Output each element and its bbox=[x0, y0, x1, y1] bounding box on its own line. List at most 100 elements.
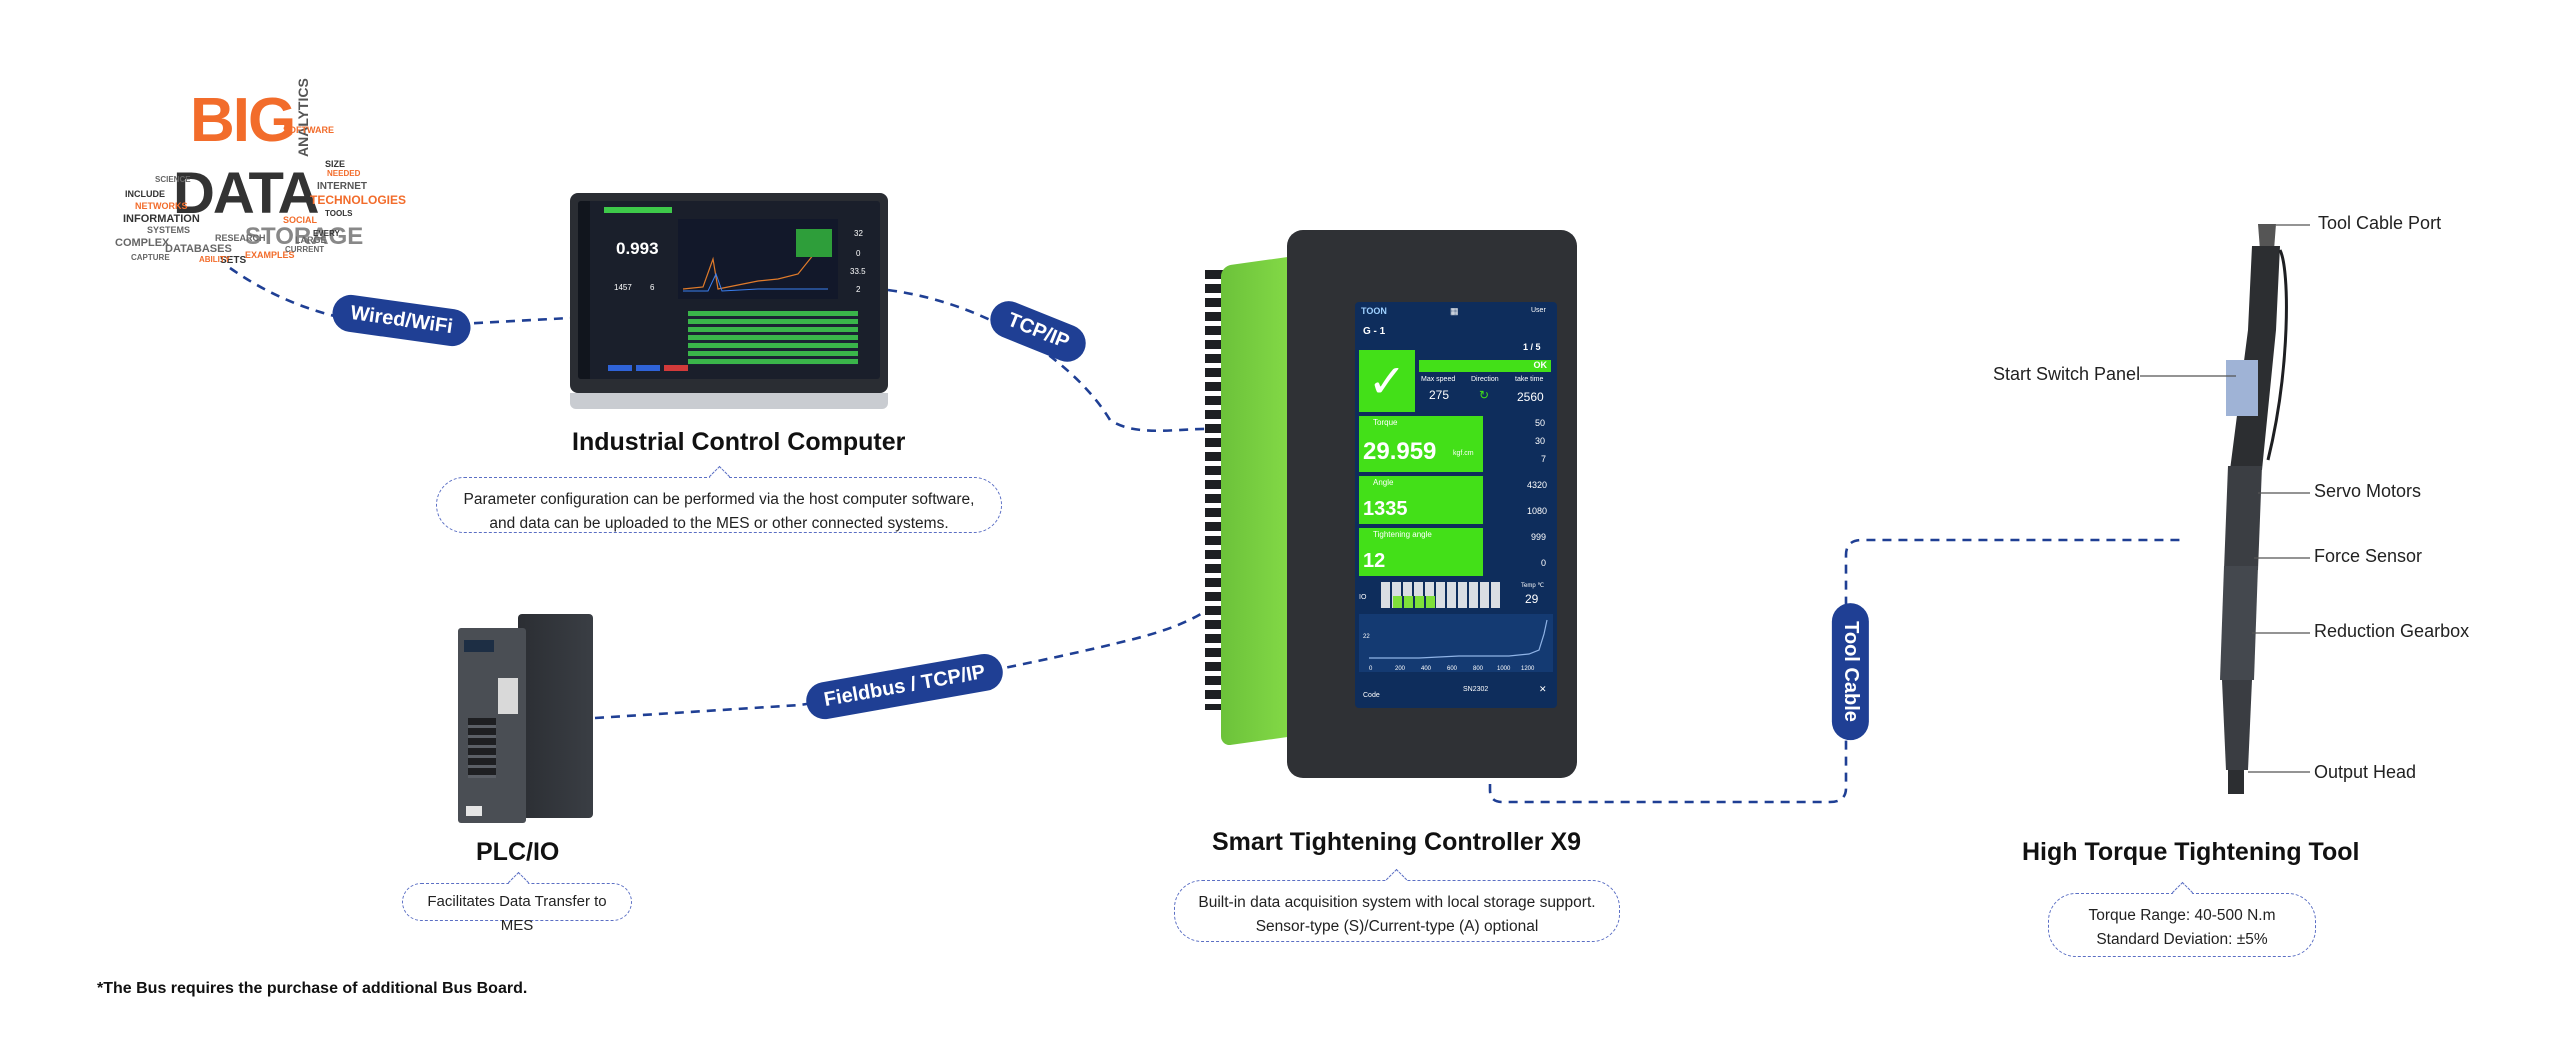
controller-desc-line2: Sensor-type (S)/Current-type (A) optiona… bbox=[1255, 918, 1539, 935]
controller-screen: TOON ▦ User G - 1 1 / 5 ✓ OK Max speed 2… bbox=[1355, 302, 1557, 708]
drive-side bbox=[518, 614, 593, 818]
ctrl-page: 1 / 5 bbox=[1523, 342, 1541, 352]
ctrl-grid-icon[interactable]: ▦ bbox=[1450, 306, 1459, 316]
ctrl-brand: TOON bbox=[1361, 306, 1387, 316]
tool-callouts bbox=[2140, 224, 2310, 773]
plc-desc: Facilitates Data Transfer to MES bbox=[402, 871, 632, 934]
ctrl-ok: OK bbox=[1533, 360, 1548, 370]
ctrl-angle-value: 1335 bbox=[1363, 498, 1408, 520]
screen-sidebar bbox=[578, 201, 590, 379]
bubble-tip bbox=[2171, 881, 2194, 904]
drive-front bbox=[458, 628, 526, 823]
cloud-word: SOCIAL bbox=[283, 215, 318, 225]
cloud-word: LARGE bbox=[295, 235, 327, 245]
cloud-word: INFORMATION bbox=[123, 213, 200, 225]
wired-wifi-label: Wired/WiFi bbox=[330, 292, 473, 349]
ctrl-x-tick: 1000 bbox=[1497, 666, 1511, 672]
servo-motors-label: Servo Motors bbox=[2314, 481, 2422, 501]
computer-desc-line1: Parameter configuration can be performed… bbox=[463, 491, 975, 508]
cloud-word: SIZE bbox=[325, 159, 346, 169]
ctrl-curve bbox=[1359, 614, 1553, 672]
ctrl-direction-label: Direction bbox=[1471, 376, 1499, 383]
ctrl-angle-hi: 4320 bbox=[1527, 480, 1548, 490]
cloud-word: NEEDED bbox=[327, 169, 361, 178]
ctrl-torque-unit: kgf.cm bbox=[1453, 450, 1474, 457]
cloud-word: SYSTEMS bbox=[147, 225, 191, 235]
screen-main-value: 0.993 bbox=[616, 239, 659, 258]
cloud-word: INCLUDE bbox=[125, 189, 165, 199]
plc-desc-text: Facilitates Data Transfer to MES bbox=[427, 893, 607, 934]
ctrl-x-tick: 400 bbox=[1421, 666, 1432, 672]
output-head-label: Output Head bbox=[2314, 762, 2417, 782]
ctrl-take-time-label: take time bbox=[1515, 376, 1544, 383]
ctrl-x-tick: 200 bbox=[1395, 666, 1406, 672]
ctrl-torque-mid: 30 bbox=[1535, 436, 1546, 446]
data-word: DATA bbox=[173, 161, 319, 226]
cloud-word: TECHNOLOGIES bbox=[310, 193, 407, 207]
ctrl-tangle-hi: 999 bbox=[1531, 532, 1547, 542]
screen-value-f: 2 bbox=[856, 285, 861, 294]
cloud-word: ABILITY bbox=[199, 255, 231, 264]
monitor-screen: 0.993 1457 6 32 0 33.5 2 bbox=[578, 201, 880, 379]
cloud-word: TOOLS bbox=[325, 209, 353, 218]
controller-desc-line1: Built-in data acquisition system with lo… bbox=[1198, 894, 1596, 911]
drive-connectors bbox=[498, 678, 518, 714]
cloud-word: SETS bbox=[220, 255, 247, 266]
computer-desc: Parameter configuration can be performed… bbox=[436, 465, 1002, 533]
ctrl-group: G - 1 bbox=[1363, 326, 1386, 337]
cloud-word: CAPTURE bbox=[131, 253, 170, 262]
tool-cable-label: Tool Cable bbox=[1831, 603, 1869, 740]
drive-display bbox=[464, 640, 494, 652]
tightening-tool bbox=[2220, 224, 2288, 794]
ctrl-torque-panel: Torque 29.959 kgf.cm bbox=[1359, 416, 1483, 472]
screen-value-b: 6 bbox=[650, 283, 655, 292]
ctrl-ok-bar: OK bbox=[1419, 360, 1551, 372]
controller-desc: Built-in data acquisition system with lo… bbox=[1174, 868, 1620, 942]
plc-title: PLC/IO bbox=[476, 838, 560, 866]
tool-cable-port-label: Tool Cable Port bbox=[2318, 213, 2442, 233]
ctrl-serial: SN2302 bbox=[1463, 686, 1489, 693]
screen-value-d: 0 bbox=[856, 249, 861, 258]
tcpip-label: TCP/IP bbox=[984, 295, 1092, 368]
ctrl-take-time: 2560 bbox=[1517, 390, 1544, 404]
ctrl-temp: 29 bbox=[1525, 592, 1539, 606]
footnote: *The Bus requires the purchase of additi… bbox=[97, 980, 528, 997]
ctrl-tangle-lo: 0 bbox=[1541, 558, 1547, 568]
big-data-cloud: BIG DATA ANALYTICS STORAGE TECHNOLOGIES … bbox=[95, 78, 406, 285]
tool-desc: Torque Range: 40-500 N.m Standard Deviat… bbox=[2048, 881, 2316, 957]
ctrl-torque-value: 29.959 bbox=[1363, 438, 1437, 465]
cloud-word: EVERY bbox=[313, 229, 340, 238]
bubble-tip bbox=[1385, 868, 1408, 891]
cloud-word: INTERNET bbox=[317, 181, 367, 192]
screen-value-a: 1457 bbox=[614, 283, 632, 292]
ctrl-torque-label: Torque bbox=[1373, 418, 1398, 427]
ctrl-close-icon[interactable]: ✕ bbox=[1539, 684, 1547, 694]
cloud-word: DATABASES bbox=[165, 243, 232, 255]
fieldbus-label: Fieldbus / TCP/IP bbox=[803, 650, 1007, 723]
drive-label bbox=[466, 806, 482, 816]
ctrl-direction-icon: ↻ bbox=[1479, 388, 1490, 402]
drive-terminals bbox=[468, 718, 496, 778]
ctrl-angle-panel: Angle 1335 bbox=[1359, 476, 1483, 524]
cloud-word: NETWORKS bbox=[135, 201, 188, 211]
computer-title: Industrial Control Computer bbox=[572, 428, 906, 456]
reduction-gearbox-label: Reduction Gearbox bbox=[2314, 621, 2470, 641]
cloud-word: ANALYTICS bbox=[295, 78, 311, 157]
ctrl-temp-label: Temp ℃ bbox=[1521, 583, 1545, 589]
bubble-tip bbox=[708, 465, 731, 488]
ctrl-io-label: IO bbox=[1359, 594, 1367, 601]
monitor-chin bbox=[570, 393, 888, 409]
ctrl-x-tick: 800 bbox=[1473, 666, 1484, 672]
controller-title: Smart Tightening Controller X9 bbox=[1212, 828, 1582, 856]
computer-desc-line2: and data can be uploaded to the MES or o… bbox=[489, 515, 949, 532]
tightening-controller: TOON ▦ User G - 1 1 / 5 ✓ OK Max speed 2… bbox=[1205, 230, 1580, 780]
ctrl-tangle-label: Tightening angle bbox=[1373, 530, 1432, 539]
ctrl-max-speed-label: Max speed bbox=[1421, 376, 1456, 383]
ctrl-y-tick: 22 bbox=[1363, 634, 1370, 640]
tool-desc-line2: Standard Deviation: ±5% bbox=[2096, 931, 2268, 948]
tool-desc-line1: Torque Range: 40-500 N.m bbox=[2088, 907, 2276, 924]
screen-value-e: 33.5 bbox=[850, 267, 866, 276]
cloud-word: COMPLEX bbox=[115, 237, 170, 249]
ctrl-status-check: ✓ bbox=[1359, 350, 1415, 412]
ctrl-max-speed: 275 bbox=[1429, 388, 1450, 402]
